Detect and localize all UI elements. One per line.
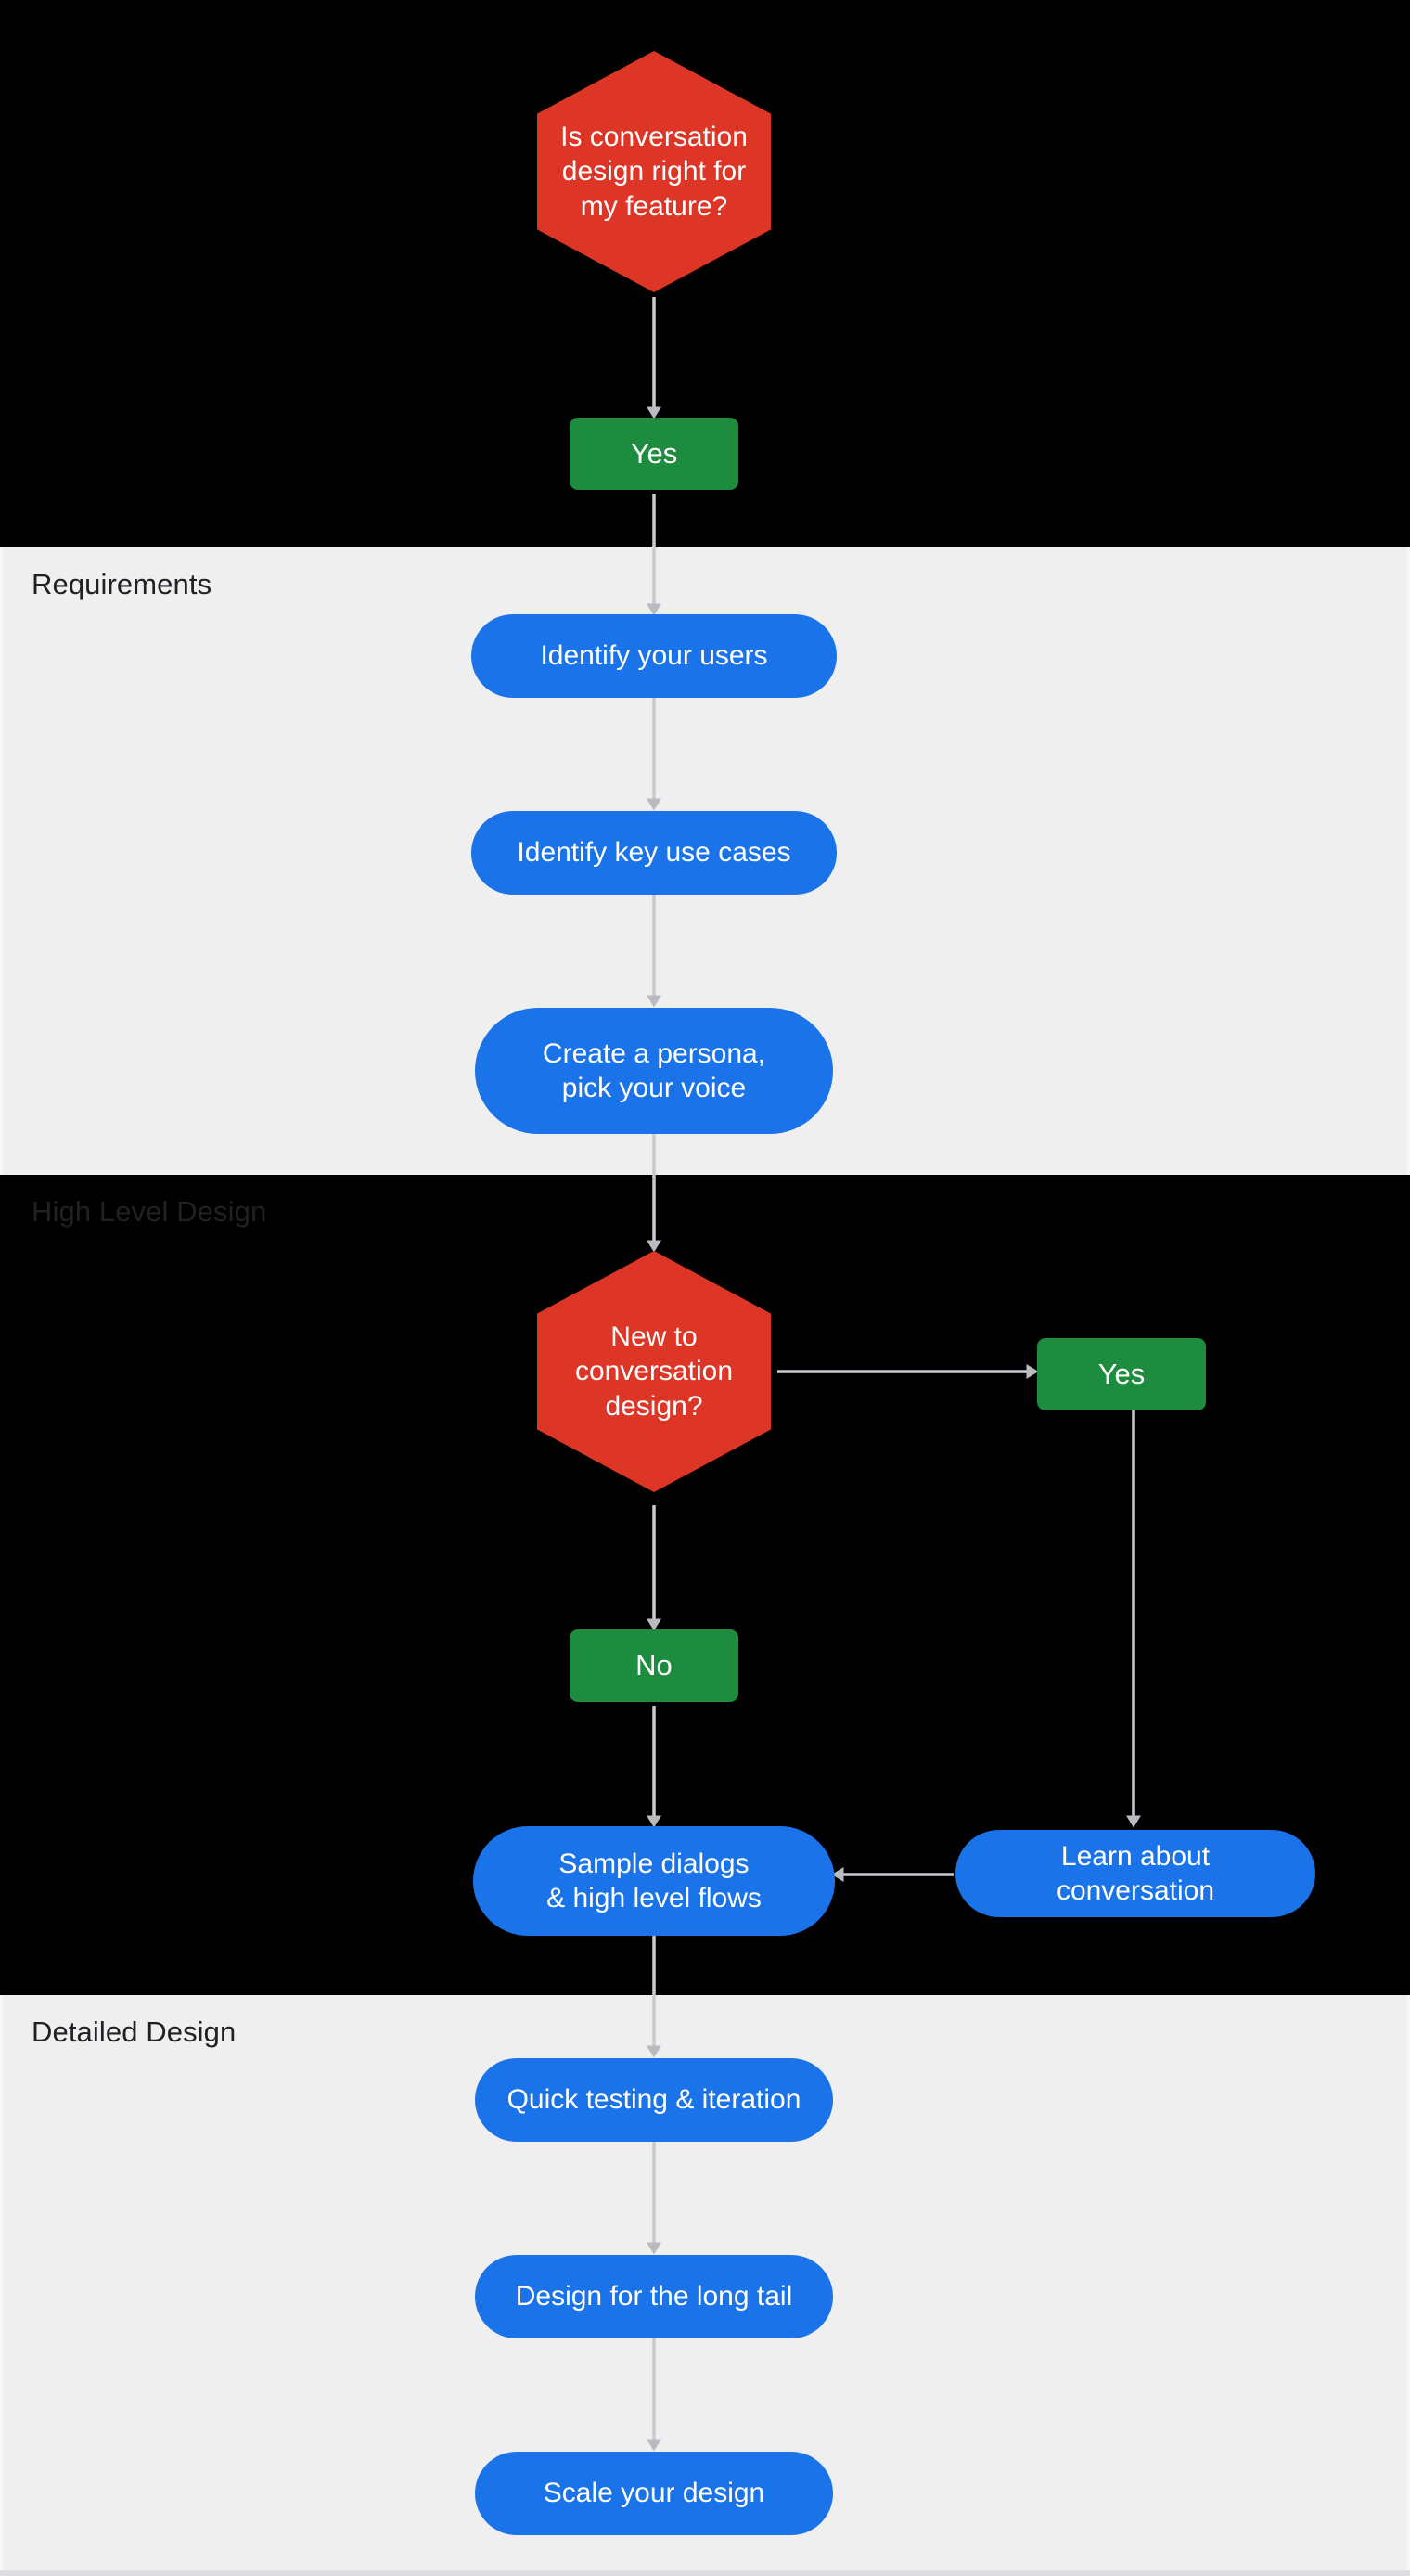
section-label-requirements: Requirements: [32, 568, 212, 600]
step-node-design-for-long-tail[interactable]: Design for the long tail: [475, 2255, 833, 2338]
step-node-identify-key-use-cases[interactable]: Identify key use cases: [471, 811, 837, 895]
answer-node-no[interactable]: No: [570, 1629, 738, 1702]
bottom-divider: [0, 2570, 1410, 2576]
step-node-scale-your-design[interactable]: Scale your design: [475, 2452, 833, 2535]
step-node-identify-your-users[interactable]: Identify your users: [471, 614, 837, 698]
step-node-sample-dialogs-high-level-flows[interactable]: Sample dialogs & high level flows: [473, 1826, 835, 1936]
step-node-create-persona-pick-voice[interactable]: Create a persona, pick your voice: [475, 1008, 833, 1134]
section-label-detailed-design: Detailed Design: [32, 2016, 237, 2048]
section-label-high-level-design: High Level Design: [32, 1195, 267, 1228]
step-node-quick-testing-iteration[interactable]: Quick testing & iteration: [475, 2058, 833, 2142]
step-node-learn-about-conversation[interactable]: Learn about conversation: [955, 1830, 1315, 1917]
answer-node-yes-right[interactable]: Yes: [1037, 1338, 1206, 1410]
answer-node-yes-top[interactable]: Yes: [570, 418, 738, 490]
